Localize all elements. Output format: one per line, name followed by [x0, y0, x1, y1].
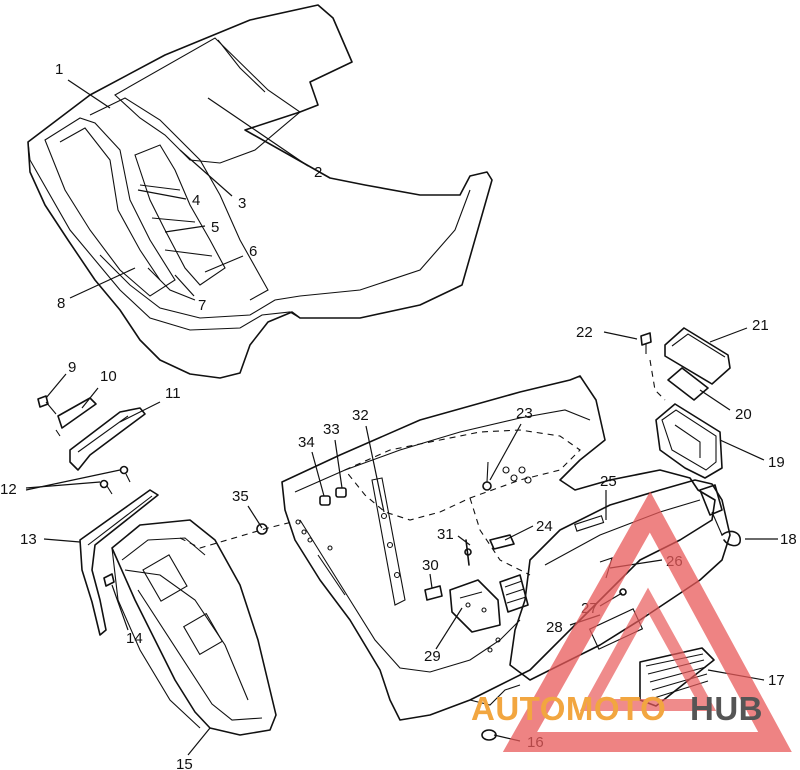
callout-21: 21 — [752, 317, 769, 334]
nut-35 — [256, 523, 268, 535]
callout-3: 3 — [238, 195, 246, 212]
leader-line-30 — [429, 573, 433, 589]
body-tub — [281, 375, 716, 721]
callout-28: 28 — [546, 619, 563, 636]
callout-22: 22 — [576, 324, 593, 341]
washer-16 — [481, 729, 497, 741]
leader-line-12b — [25, 469, 121, 491]
callout-1: 1 — [55, 61, 63, 78]
assembly-line-35 — [179, 521, 293, 549]
callout-29: 29 — [424, 648, 441, 665]
leader-line-33 — [334, 439, 343, 489]
leader-line-2 — [207, 97, 309, 167]
callout-23: 23 — [516, 405, 533, 422]
leader-line-32 — [365, 425, 385, 513]
callout-14: 14 — [126, 630, 143, 647]
leader-line-35 — [247, 505, 263, 529]
watermark-triangle — [502, 491, 792, 752]
leader-line-4 — [137, 189, 187, 200]
leader-line-31 — [457, 535, 471, 546]
leader-line-21 — [709, 327, 748, 343]
leader-line-9 — [45, 373, 67, 399]
callout-8: 8 — [57, 295, 65, 312]
battery-box-19-22 — [640, 327, 731, 479]
leader-line-23 — [489, 423, 522, 481]
callout-30: 30 — [422, 557, 439, 574]
latch-parts-9-11 — [37, 395, 146, 471]
leader-line-1 — [67, 79, 111, 109]
callout-18: 18 — [780, 531, 797, 548]
callout-17: 17 — [768, 672, 785, 689]
callout-32: 32 — [352, 407, 369, 424]
watermark-logo: AUTOMOTO HUB — [471, 491, 792, 752]
callout-25: 25 — [600, 473, 617, 490]
leader-line-10 — [81, 387, 99, 409]
leader-line-11 — [119, 401, 161, 423]
callout-15: 15 — [176, 756, 193, 770]
leader-line-3 — [179, 149, 233, 197]
callout-6: 6 — [249, 243, 257, 260]
callout-10: 10 — [100, 368, 117, 385]
callout-20: 20 — [735, 406, 752, 423]
leader-line-19 — [719, 439, 765, 461]
leader-line-7 — [174, 274, 195, 297]
callout-33: 33 — [323, 421, 340, 438]
callout-2: 2 — [314, 164, 322, 181]
leader-line-20 — [699, 389, 731, 411]
leader-line-5 — [164, 225, 206, 233]
leader-line-24 — [504, 525, 534, 541]
leader-line-15 — [187, 727, 211, 756]
callout-35: 35 — [232, 488, 249, 505]
leader-line-22 — [603, 331, 638, 340]
callout-11: 11 — [165, 385, 181, 402]
callout-13: 13 — [20, 531, 37, 548]
hood-assembly — [27, 4, 493, 379]
leader-line-14 — [111, 584, 129, 631]
leader-line-29 — [435, 607, 463, 650]
callout-5: 5 — [211, 219, 219, 236]
callout-9: 9 — [68, 359, 76, 376]
callout-24: 24 — [536, 518, 553, 535]
leader-line-13 — [43, 538, 81, 543]
callout-4: 4 — [192, 192, 200, 209]
callout-31: 31 — [437, 526, 454, 543]
leader-line-6 — [204, 255, 244, 273]
callout-34: 34 — [298, 434, 315, 451]
callout-19: 19 — [768, 454, 785, 471]
callout-7: 7 — [198, 297, 206, 314]
watermark-brand-left: AUTOMOTO — [471, 690, 666, 727]
leader-line-8 — [69, 267, 136, 299]
grille-17 — [639, 647, 715, 707]
side-panel-13-15 — [79, 465, 277, 736]
callout-12: 12 — [0, 481, 17, 498]
leader-line-34 — [311, 451, 325, 497]
watermark-brand-right: HUB — [690, 690, 763, 727]
watermark-triangle-inner — [579, 587, 717, 711]
